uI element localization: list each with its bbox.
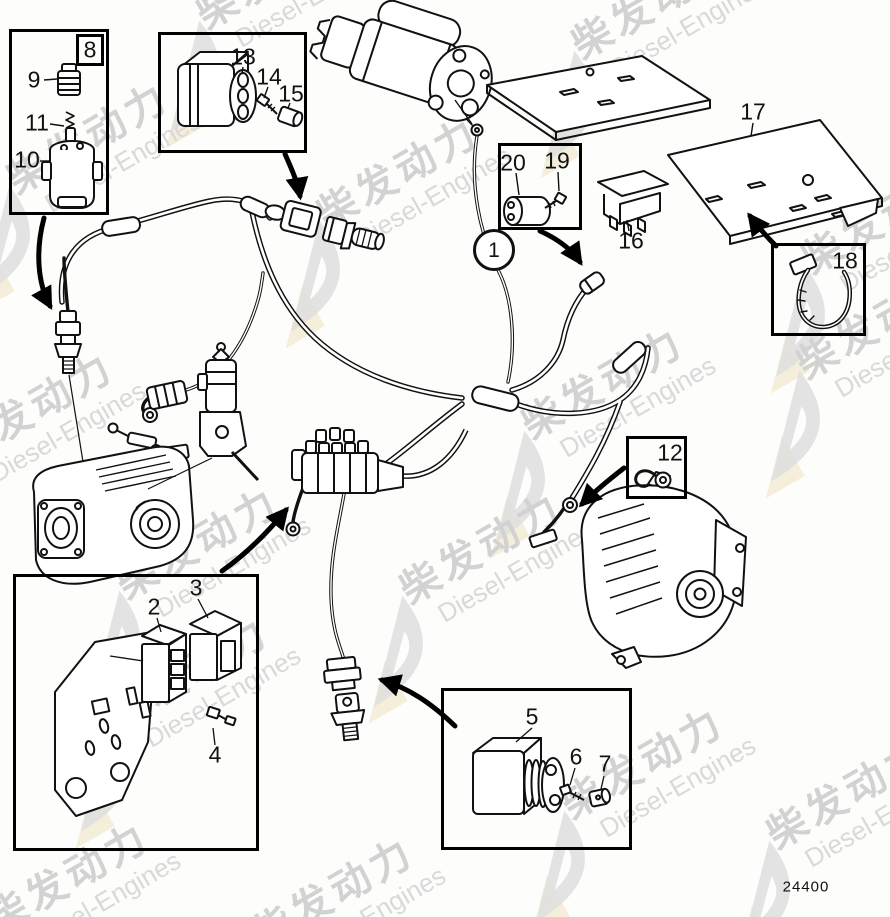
- cable-tie-18: [789, 253, 852, 330]
- sender-parts-19-20: [503, 171, 567, 226]
- watermark-logo-icon: [776, 265, 825, 377]
- leader-lines: [454, 99, 754, 137]
- figure-number: 24400: [782, 878, 830, 896]
- part-label-13: 13: [230, 43, 256, 70]
- watermark-logo-icon: [374, 595, 423, 707]
- part-label-17: 17: [740, 98, 766, 125]
- coolant-sensor: [323, 655, 366, 742]
- part-number-1: 1: [488, 238, 500, 262]
- part-label-16: 16: [618, 227, 644, 254]
- part-label-7: 7: [598, 750, 612, 777]
- stop-solenoid: [147, 342, 260, 490]
- sensor-parts-8: [40, 63, 103, 209]
- relay-16: [597, 170, 669, 237]
- callout-box-8-inner: [76, 34, 104, 66]
- control-unit-parts: [472, 727, 612, 815]
- part-label-6: 6: [569, 743, 583, 770]
- injection-pump: [32, 422, 195, 585]
- callout-box-5-6-7: [441, 688, 632, 850]
- part-label-18: 18: [832, 247, 858, 274]
- part-label-9: 9: [27, 66, 41, 93]
- cable-clamp-12: [634, 469, 672, 489]
- temperature-sensor: [264, 199, 385, 251]
- part-label-20: 20: [500, 149, 526, 176]
- callout-box-2-3-4: [13, 574, 259, 851]
- callout-box-8: [9, 29, 109, 215]
- oil-pressure-switch: [54, 310, 85, 469]
- watermark-logo-icon: [741, 840, 790, 917]
- watermark-logo-icon: [496, 430, 545, 542]
- alternator: [580, 471, 747, 669]
- main-connector-block: [291, 427, 469, 494]
- part-label-15: 15: [278, 80, 304, 107]
- part-label-3: 3: [189, 574, 203, 601]
- bracket-and-relays: [54, 598, 242, 817]
- watermark-logo-icon: [536, 810, 585, 917]
- part-label-8: 8: [83, 36, 97, 63]
- part-label-10: 10: [14, 146, 40, 173]
- watermark-logo-icon: [291, 220, 340, 332]
- harness-end-connector: [579, 271, 605, 295]
- wiring-harness: [58, 103, 651, 662]
- part-label-12: 12: [657, 439, 683, 466]
- connector-parts-13-15: [177, 51, 304, 128]
- mounting-plates-17: [486, 55, 883, 245]
- callout-box-13-15: [158, 32, 307, 153]
- part-label-2: 2: [147, 593, 161, 620]
- callout-arrows: [31, 151, 779, 729]
- part-label-11: 11: [25, 109, 49, 136]
- part-label-14: 14: [256, 63, 282, 90]
- part-label-4: 4: [208, 741, 222, 768]
- callout-box-19-20: [498, 143, 582, 230]
- starter-motor: [309, 0, 493, 122]
- callout-box-12: [626, 436, 687, 499]
- flat-connector: [145, 380, 189, 410]
- watermark-logo-icon: [771, 370, 820, 482]
- part-label-1: 1: [473, 229, 515, 271]
- callout-box-18: [771, 243, 866, 336]
- part-label-19: 19: [544, 147, 570, 174]
- part-label-5: 5: [525, 703, 539, 730]
